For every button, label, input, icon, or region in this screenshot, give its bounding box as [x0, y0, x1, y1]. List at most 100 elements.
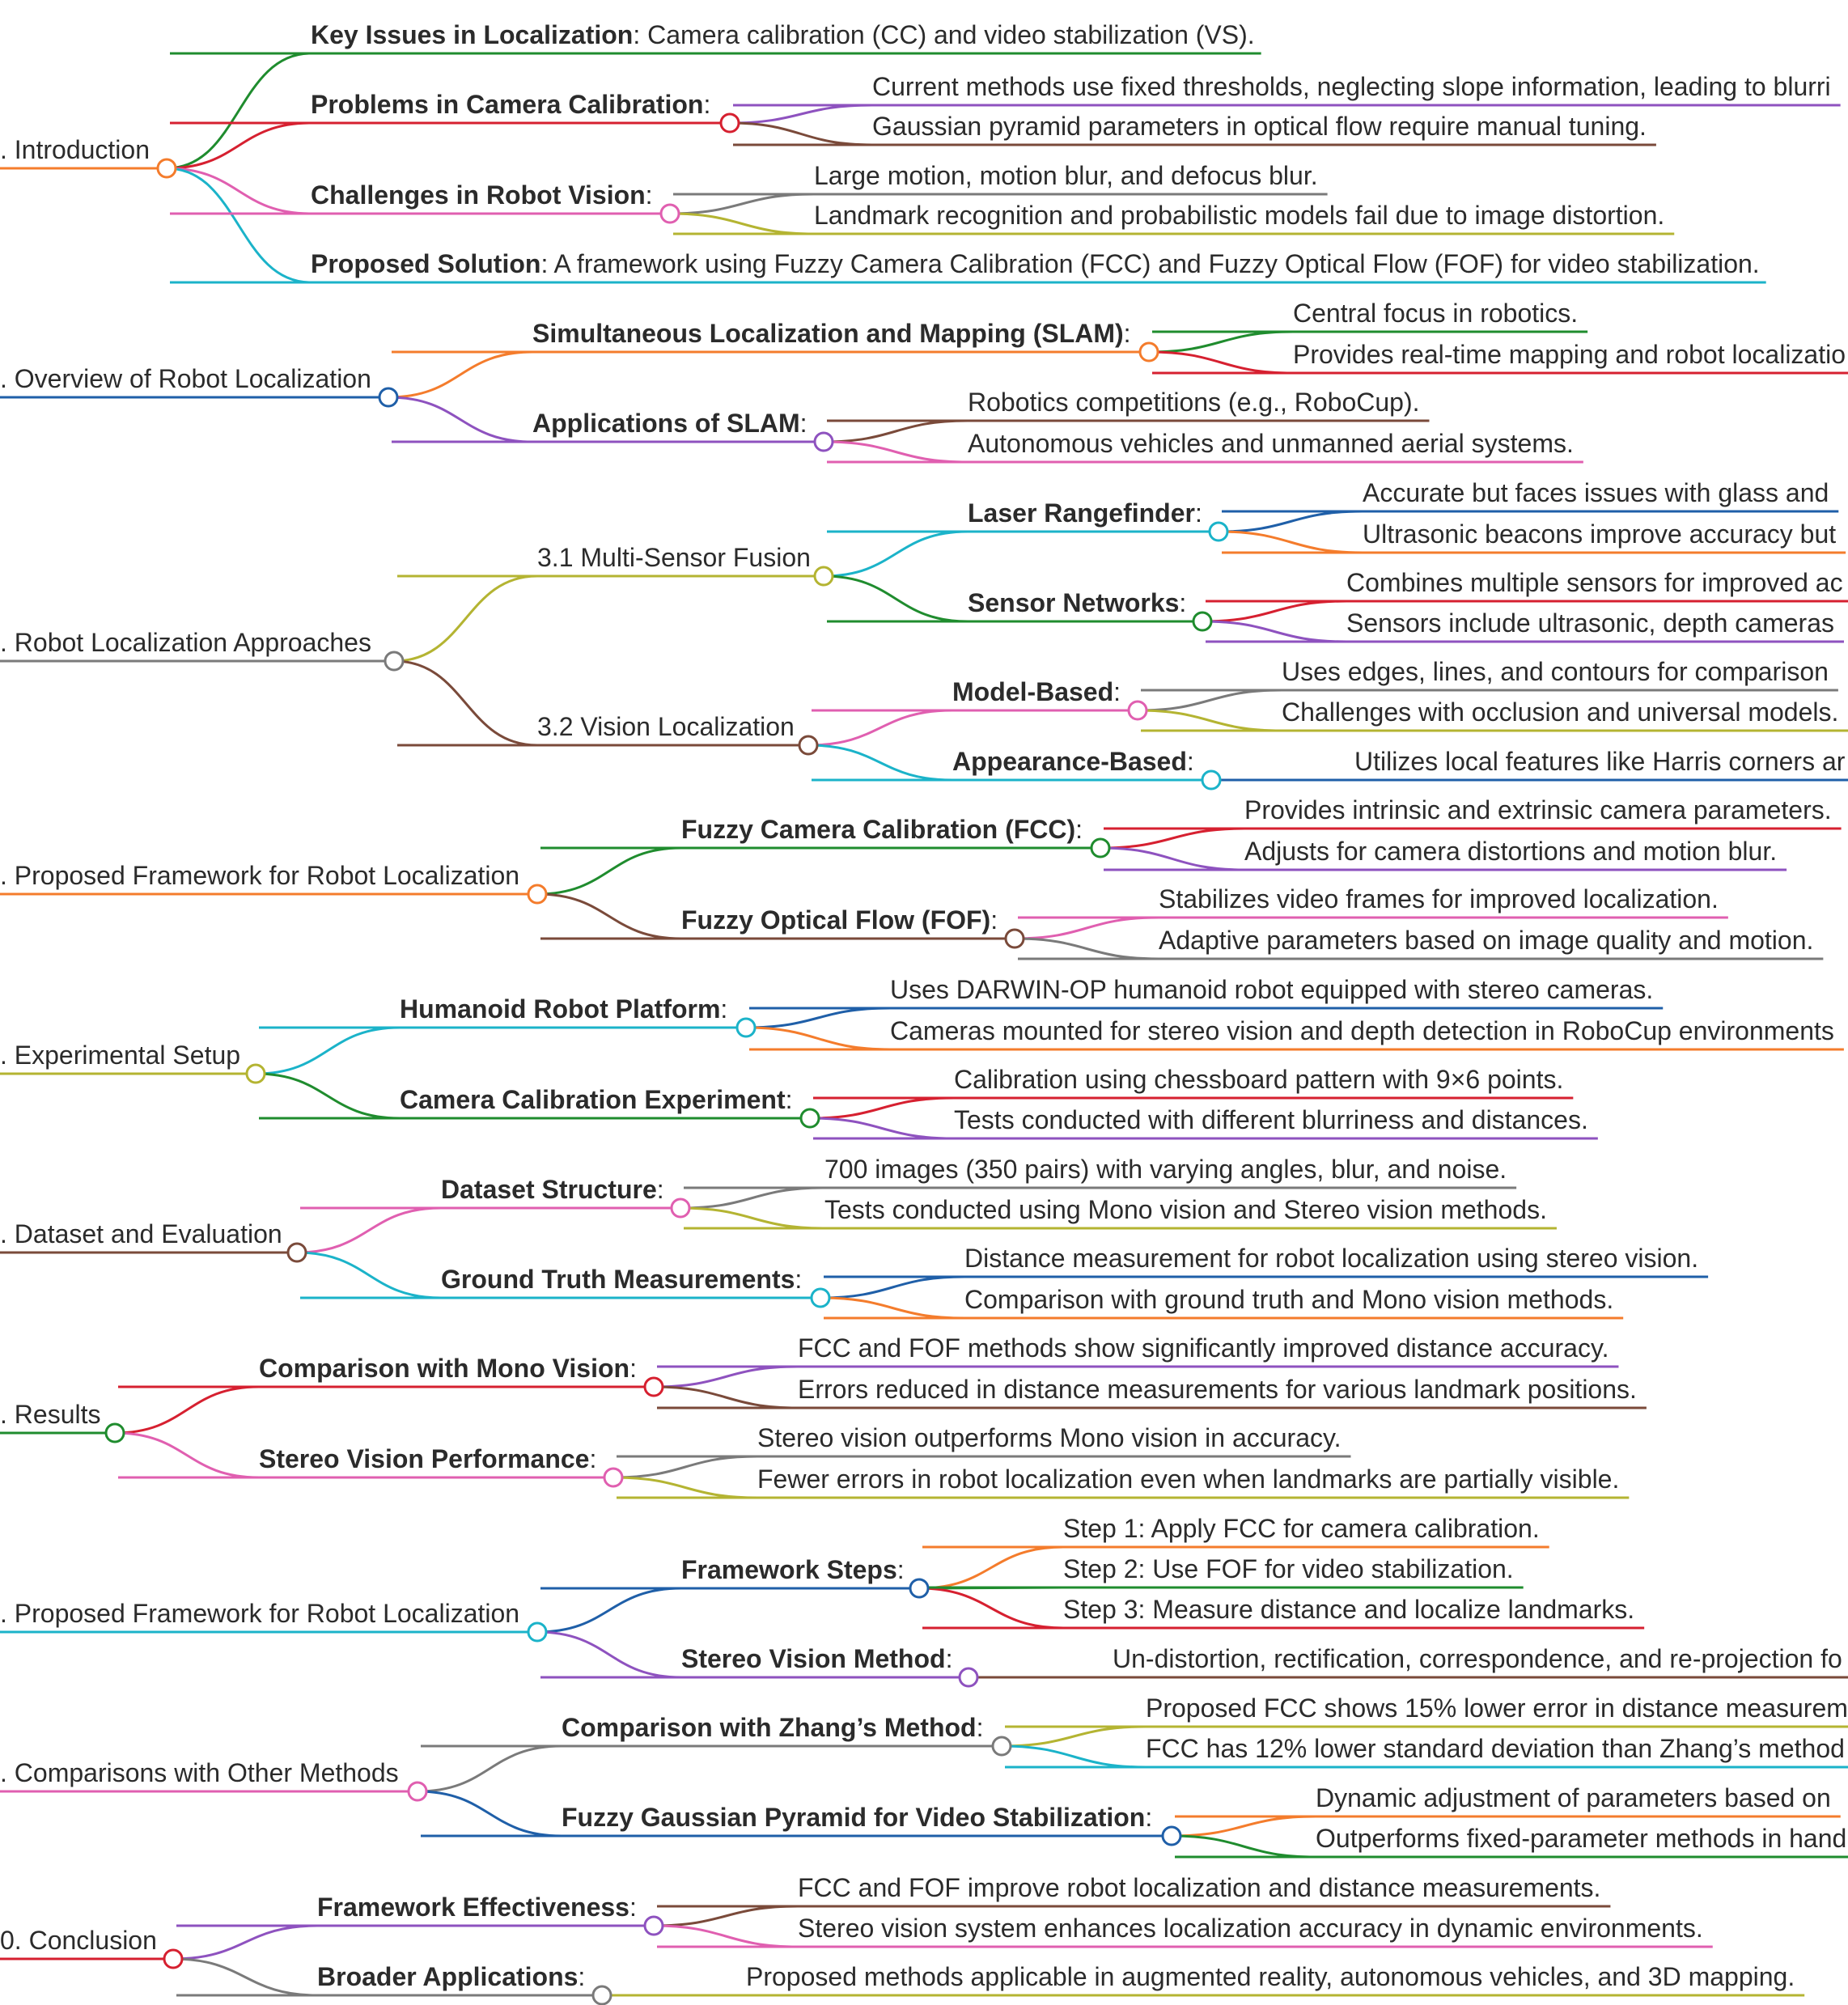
branch-fuzzy-gaussian-pyramid-for-video-stabili-node[interactable]	[1161, 1825, 1182, 1846]
branch-problems-in-camera-calibration-node[interactable]	[719, 112, 740, 134]
branch-applications-of-slam-label: Applications of SLAM:	[532, 409, 807, 438]
branch-stereo-vision-method-node[interactable]	[958, 1667, 979, 1688]
leaf-comparison-with-ground-truth-and-mono-vi-label: Comparison with ground truth and Mono vi…	[964, 1285, 1613, 1314]
nodes-layer	[104, 112, 1229, 2005]
branch-challenges-in-robot-vision-label: Challenges in Robot Vision:	[311, 180, 653, 210]
branch-framework-effectiveness-edge	[172, 1924, 318, 1960]
section-overview-of-robot-localization-node[interactable]	[378, 387, 399, 408]
leaf-errors-reduced-in-distance-measurements--edge	[653, 1385, 799, 1409]
leaf-central-focus-in-robotics-edge	[1148, 330, 1294, 354]
section-dataset-and-evaluation-node[interactable]	[286, 1242, 307, 1263]
section-experimental-setup-node[interactable]	[245, 1063, 266, 1084]
leaf-tests-conducted-using-mono-vision-and-st-label: Tests conducted using Mono vision and St…	[824, 1195, 1547, 1224]
branch-fuzzy-camera-calibration-fcc-node[interactable]	[1090, 837, 1111, 858]
leaf-comparison-with-ground-truth-and-mono-vi-edge	[820, 1296, 965, 1320]
branch-framework-effectiveness-label-bold: Framework Effectiveness	[317, 1893, 629, 1922]
leaf-fewer-errors-in-robot-localization-even--label: Fewer errors in robot localization even …	[757, 1465, 1619, 1494]
branch-framework-steps-label: Framework Steps:	[681, 1555, 905, 1584]
branch-challenges-in-robot-vision-node[interactable]	[659, 203, 680, 224]
section-results-label: . Results	[0, 1400, 100, 1429]
section-0-conclusion-node[interactable]	[163, 1948, 184, 1969]
leaf-current-methods-use-fixed-thresholds-neg-edge	[729, 104, 873, 125]
branch-simultaneous-localization-and-mapping-sl-node[interactable]	[1138, 341, 1159, 362]
leaf-dynamic-adjustment-of-parameters-based-o-label: Dynamic adjustment of parameters based o…	[1316, 1783, 1831, 1812]
branch-framework-effectiveness-node[interactable]	[643, 1915, 664, 1936]
branch-stereo-vision-performance-label: Stereo Vision Performance:	[259, 1444, 596, 1473]
branch-3-2-vision-localization-label: 3.2 Vision Localization	[537, 712, 795, 741]
branch-broader-applications-node[interactable]	[591, 1985, 612, 2005]
branch-fuzzy-optical-flow-fof-node[interactable]	[1004, 928, 1025, 949]
branch-fuzzy-camera-calibration-fcc-label-rest: :	[1075, 815, 1083, 844]
branch-applications-of-slam-edge	[388, 396, 533, 443]
branch-framework-steps-node[interactable]	[909, 1578, 930, 1599]
branch-fuzzy-camera-calibration-fcc-label: Fuzzy Camera Calibration (FCC):	[681, 815, 1083, 844]
branch-stereo-vision-performance-node[interactable]	[603, 1467, 624, 1488]
leaf-calibration-using-chessboard-pattern-wit-label: Calibration using chessboard pattern wit…	[954, 1065, 1563, 1094]
leaf-un-distortion-rectification-corresponden-label: Un-distortion, rectification, correspond…	[1113, 1644, 1842, 1673]
branch-fuzzy-optical-flow-fof-label-rest: :	[990, 905, 998, 935]
branch-camera-calibration-experiment-node[interactable]	[799, 1108, 820, 1129]
leaf-fcc-has-12-lower-standard-deviation-than-edge	[1001, 1744, 1147, 1769]
leaf-gaussian-pyramid-parameters-in-optical-f-edge	[729, 121, 873, 146]
branch-camera-calibration-experiment-label-bold: Camera Calibration Experiment	[400, 1085, 786, 1114]
branch-fuzzy-optical-flow-fof-edge	[536, 892, 682, 940]
branch-ground-truth-measurements-label-bold: Ground Truth Measurements	[441, 1265, 795, 1294]
branch-fuzzy-gaussian-pyramid-for-video-stabili-edge	[417, 1790, 562, 1838]
leaf-stereo-vision-system-enhances-localizati-label: Stereo vision system enhances localizati…	[798, 1914, 1703, 1943]
branch-problems-in-camera-calibration-edge	[166, 121, 312, 170]
branch-comparison-with-zhang-s-method-node[interactable]	[991, 1736, 1012, 1757]
leaf-fcc-and-fof-improve-robot-localization-a-edge	[653, 1905, 799, 1927]
branch-camera-calibration-experiment-edge	[255, 1072, 401, 1120]
branch-humanoid-robot-platform-node[interactable]	[735, 1017, 757, 1038]
section-dataset-and-evaluation-label: . Dataset and Evaluation	[0, 1219, 282, 1248]
leaf-sensor-networks-label: Sensor Networks:	[968, 588, 1186, 617]
leaf-step-2-use-fof-for-video-stabilization-label: Step 2: Use FOF for video stabilization.	[1063, 1554, 1514, 1583]
branch-3-1-multi-sensor-fusion-node[interactable]	[813, 566, 834, 587]
section-robot-localization-approaches-node[interactable]	[384, 651, 405, 672]
leaf-laser-rangefinder-node[interactable]	[1208, 521, 1229, 542]
leaf-appearance-based-node[interactable]	[1201, 769, 1222, 791]
branch-humanoid-robot-platform-edge	[255, 1026, 401, 1075]
branch-applications-of-slam-node[interactable]	[813, 431, 834, 452]
section-comparisons-with-other-methods-label: . Comparisons with Other Methods	[0, 1758, 399, 1787]
leaf-uses-darwin-op-humanoid-robot-equipped-w-label: Uses DARWIN-OP humanoid robot equipped w…	[890, 975, 1653, 1004]
leaf-landmark-recognition-and-probabilistic-m-label: Landmark recognition and probabilistic m…	[814, 201, 1664, 230]
branch-challenges-in-robot-vision-edge	[166, 167, 312, 215]
leaf-large-motion-motion-blur-and-defocus-blu-edge	[669, 193, 815, 215]
leaf-distance-measurement-for-robot-localizat-label: Distance measurement for robot localizat…	[964, 1244, 1698, 1273]
leaf-sensor-networks-node[interactable]	[1192, 611, 1213, 632]
branch-camera-calibration-experiment-label-rest: :	[786, 1085, 793, 1114]
branch-comparison-with-zhang-s-method-label-bold: Comparison with Zhang’s Method	[562, 1713, 977, 1742]
leaf-laser-rangefinder-label: Laser Rangefinder:	[968, 498, 1202, 528]
section-introduction-node[interactable]	[156, 158, 177, 179]
branch-challenges-in-robot-vision-label-rest: :	[646, 180, 653, 210]
section-robot-localization-approaches-label: . Robot Localization Approaches	[0, 628, 371, 657]
branch-ground-truth-measurements-label-rest: :	[795, 1265, 802, 1294]
leaf-step-3-measure-distance-and-localize-lan-label: Step 3: Measure distance and localize la…	[1063, 1595, 1634, 1624]
branch-stereo-vision-method-edge	[536, 1630, 682, 1679]
section-comparisons-with-other-methods-node[interactable]	[407, 1781, 428, 1802]
branch-framework-effectiveness-label: Framework Effectiveness:	[317, 1893, 637, 1922]
leaf-uses-edges-lines-and-contours-for-compar-label: Uses edges, lines, and contours for comp…	[1282, 657, 1829, 686]
leaf-model-based-node[interactable]	[1127, 700, 1148, 721]
branch-ground-truth-measurements-node[interactable]	[810, 1287, 831, 1308]
branch-comparison-with-mono-vision-edge	[114, 1385, 260, 1435]
branch-comparison-with-mono-vision-node[interactable]	[643, 1376, 664, 1397]
section-introduction-label: . Introduction	[0, 135, 150, 164]
section-proposed-framework-for-robot-localizatio-node[interactable]	[527, 1621, 548, 1643]
section-results-node[interactable]	[104, 1422, 125, 1443]
underlines-layer	[0, 52, 1848, 1997]
branch-broader-applications-label: Broader Applications:	[317, 1962, 585, 1991]
branch-3-2-vision-localization-node[interactable]	[798, 735, 819, 756]
leaf-provides-real-time-mapping-and-robot-loc-edge	[1148, 350, 1294, 375]
branch-fuzzy-camera-calibration-fcc-edge	[536, 846, 682, 896]
leaf-large-motion-motion-blur-and-defocus-blu-label: Large motion, motion blur, and defocus b…	[814, 161, 1318, 190]
branch-ground-truth-measurements-label: Ground Truth Measurements:	[441, 1265, 802, 1294]
leaf-stabilizes-video-frames-for-improved-loc-edge	[1014, 916, 1159, 940]
section-proposed-framework-for-robot-localizatio-node[interactable]	[527, 884, 548, 905]
section-experimental-setup-label: . Experimental Setup	[0, 1041, 240, 1070]
leaf-provides-real-time-mapping-and-robot-loc-label: Provides real-time mapping and robot loc…	[1293, 340, 1846, 369]
branch-dataset-structure-node[interactable]	[670, 1197, 691, 1219]
branch-stereo-vision-performance-label-bold: Stereo Vision Performance	[259, 1444, 589, 1473]
branch-fuzzy-gaussian-pyramid-for-video-stabili-label-rest: :	[1145, 1803, 1152, 1832]
